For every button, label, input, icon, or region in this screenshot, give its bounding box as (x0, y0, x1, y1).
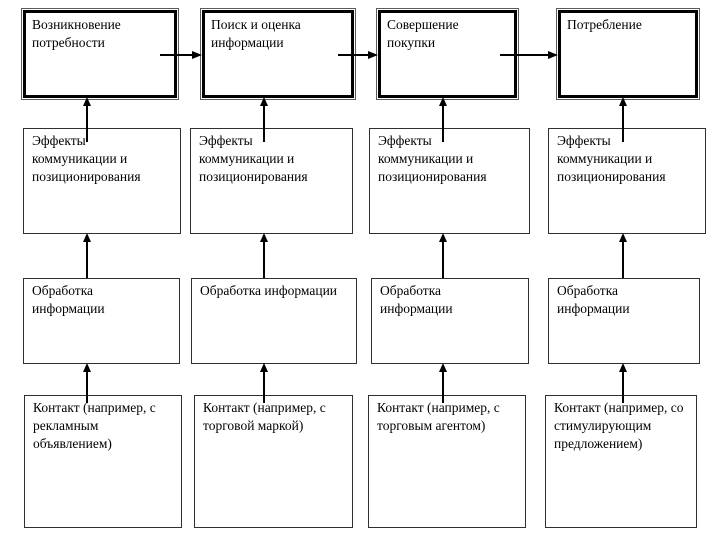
connector-line-stage-1-2 (160, 54, 193, 56)
effects-box-1-label: Эффекты коммуникации и позиционирования (32, 133, 141, 184)
arrowhead-up-icon (83, 363, 91, 372)
arrowhead-up-icon (619, 97, 627, 106)
stage-box-4-label: Потребление (567, 17, 642, 32)
contact-box-4: Контакт (например, со стимулирующим пред… (545, 395, 697, 528)
connector-line-stage-2-3 (338, 54, 369, 56)
arrowhead-up-icon (439, 363, 447, 372)
arrowhead-up-icon (439, 97, 447, 106)
arrowhead-up-icon (260, 97, 268, 106)
processing-box-2-label: Обработка информации (200, 283, 338, 298)
arrowhead-up-icon (439, 233, 447, 242)
arrowhead-up-icon (83, 233, 91, 242)
contact-box-3-label: Контакт (например, с торговым агентом) (377, 400, 500, 433)
arrowhead-right-icon (548, 51, 558, 59)
contact-box-2-label: Контакт (например, с торговой маркой) (203, 400, 326, 433)
processing-box-4: Обработка информации (548, 278, 700, 364)
connector-line-processing-effects-4 (622, 240, 624, 278)
connector-line-effects-stage-1 (86, 104, 88, 142)
connector-line-processing-effects-1 (86, 240, 88, 278)
connector-line-stage-3-4 (500, 54, 549, 56)
effects-box-2: Эффекты коммуникации и позиционирования (190, 128, 353, 234)
arrowhead-up-icon (83, 97, 91, 106)
arrowhead-up-icon (619, 363, 627, 372)
stage-box-3-label: Совершение покупки (387, 17, 459, 50)
stage-box-2: Поиск и оценка информации (200, 8, 356, 100)
stage-box-3: Совершение покупки (376, 8, 519, 100)
arrowhead-up-icon (619, 233, 627, 242)
contact-box-1: Контакт (например, с рекламным объявлени… (24, 395, 182, 528)
connector-line-effects-stage-4 (622, 104, 624, 142)
contact-box-1-label: Контакт (например, с рекламным объявлени… (33, 400, 156, 451)
processing-box-1: Обработка информации (23, 278, 180, 364)
connector-line-contact-processing-4 (622, 370, 624, 403)
effects-box-1: Эффекты коммуникации и позиционирования (23, 128, 181, 234)
effects-box-3: Эффекты коммуникации и позиционирования (369, 128, 530, 234)
connector-line-effects-stage-2 (263, 104, 265, 142)
arrowhead-up-icon (260, 233, 268, 242)
arrowhead-right-icon (368, 51, 378, 59)
stage-box-1-label: Возникновение потребности (32, 17, 121, 50)
connector-line-contact-processing-3 (442, 370, 444, 403)
processing-box-2: Обработка информации (191, 278, 357, 364)
stage-box-1: Возникновение потребности (21, 8, 179, 100)
processing-box-4-label: Обработка информации (557, 283, 630, 316)
connector-line-processing-effects-2 (263, 240, 265, 278)
effects-box-2-label: Эффекты коммуникации и позиционирования (199, 133, 308, 184)
processing-box-1-label: Обработка информации (32, 283, 105, 316)
contact-box-2: Контакт (например, с торговой маркой) (194, 395, 353, 528)
effects-box-4-label: Эффекты коммуникации и позиционирования (557, 133, 666, 184)
stage-box-2-label: Поиск и оценка информации (211, 17, 301, 50)
arrowhead-right-icon (192, 51, 202, 59)
effects-box-4: Эффекты коммуникации и позиционирования (548, 128, 706, 234)
stage-box-4: Потребление (556, 8, 700, 100)
connector-line-effects-stage-3 (442, 104, 444, 142)
connector-line-contact-processing-1 (86, 370, 88, 403)
arrowhead-up-icon (260, 363, 268, 372)
contact-box-4-label: Контакт (например, со стимулирующим пред… (554, 400, 684, 451)
contact-box-3: Контакт (например, с торговым агентом) (368, 395, 526, 528)
processing-box-3-label: Обработка информации (380, 283, 453, 316)
processing-box-3: Обработка информации (371, 278, 529, 364)
connector-line-processing-effects-3 (442, 240, 444, 278)
connector-line-contact-processing-2 (263, 370, 265, 403)
effects-box-3-label: Эффекты коммуникации и позиционирования (378, 133, 487, 184)
